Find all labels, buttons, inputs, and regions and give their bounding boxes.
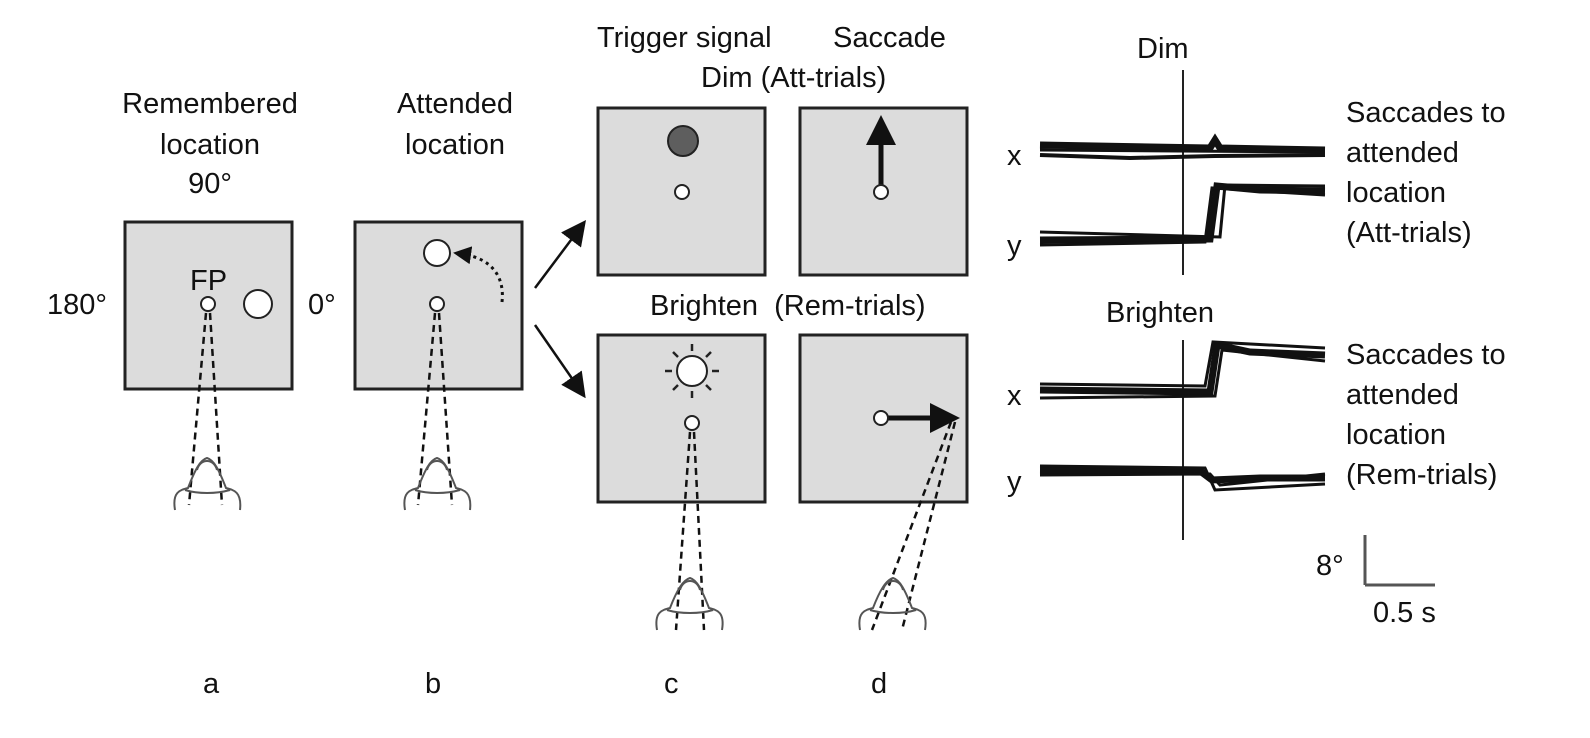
gaze-lines-d (870, 421, 957, 631)
panel-a (123, 220, 294, 511)
brighten-event-label: Brighten (1106, 297, 1215, 329)
fixation-point (429, 296, 445, 312)
fixation-point (873, 184, 889, 200)
panel-c-dim (596, 106, 767, 277)
x-traces-brighten (1039, 340, 1326, 400)
x-axis-label-top: x (1007, 140, 1022, 172)
monkey-head-icon (655, 576, 724, 631)
monkey-head-icon (858, 576, 927, 631)
fixation-point (684, 415, 700, 431)
fixation-point (873, 410, 889, 426)
fixation-point-label: FP (190, 265, 228, 297)
x-axis-label-bottom: x (1007, 380, 1022, 412)
panel-a-title: Remembered location 90° (100, 88, 320, 201)
monkey-head-icon (173, 456, 242, 511)
branch-arrow-up (534, 220, 586, 289)
trace-plot-brighten (1039, 340, 1326, 540)
remembered-target-circle (243, 289, 273, 319)
panel-b-title: Attended location (396, 88, 514, 161)
dim-att-trials-label: Dim (Att-trials) (701, 62, 887, 94)
panel-d-dim (798, 106, 969, 277)
panel-c-brighten (596, 333, 767, 631)
panel-letter-b: b (425, 668, 442, 700)
scale-bar-degrees-label: 8° (1316, 550, 1344, 582)
y-axis-label-bottom: y (1007, 466, 1022, 498)
panel-b (353, 220, 524, 511)
monkey-head-icon (403, 456, 472, 511)
dimmed-target-circle (667, 125, 699, 157)
panel-letter-a: a (203, 668, 220, 700)
dim-event-label: Dim (1137, 33, 1189, 65)
panel-letter-d: d (871, 668, 888, 700)
fixation-point (200, 296, 216, 312)
gaze-lines-c (674, 431, 706, 631)
attended-target-circle (423, 239, 451, 267)
angle-0-label: 0° (308, 289, 336, 321)
caption-rem-trials: Saccades to attended location (Rem-trial… (1346, 339, 1506, 491)
y-traces-dim (1039, 182, 1326, 247)
saccade-header: Saccade (833, 22, 946, 54)
attention-shift-arrow (453, 246, 504, 303)
brighten-rem-trials-label: Brighten (Rem-trials) (650, 290, 926, 322)
caption-att-trials: Saccades to attended location (Att-trial… (1346, 97, 1506, 249)
trace-plot-dim (1039, 70, 1326, 275)
panel-d-brighten (798, 333, 969, 631)
angle-90-label: 90° (188, 168, 232, 200)
x-traces-dim (1039, 133, 1326, 161)
fixation-point (674, 184, 690, 200)
scale-bar (1363, 535, 1435, 587)
panel-letter-c: c (664, 668, 679, 700)
brightened-target-sun-icon (665, 344, 719, 398)
y-axis-label-top: y (1007, 230, 1022, 262)
y-traces-brighten (1039, 464, 1326, 492)
trigger-signal-header: Trigger signal (597, 22, 772, 54)
angle-180-label: 180° (47, 289, 107, 321)
branch-arrow-down (533, 324, 586, 399)
scale-bar-time-label: 0.5 s (1373, 597, 1436, 629)
